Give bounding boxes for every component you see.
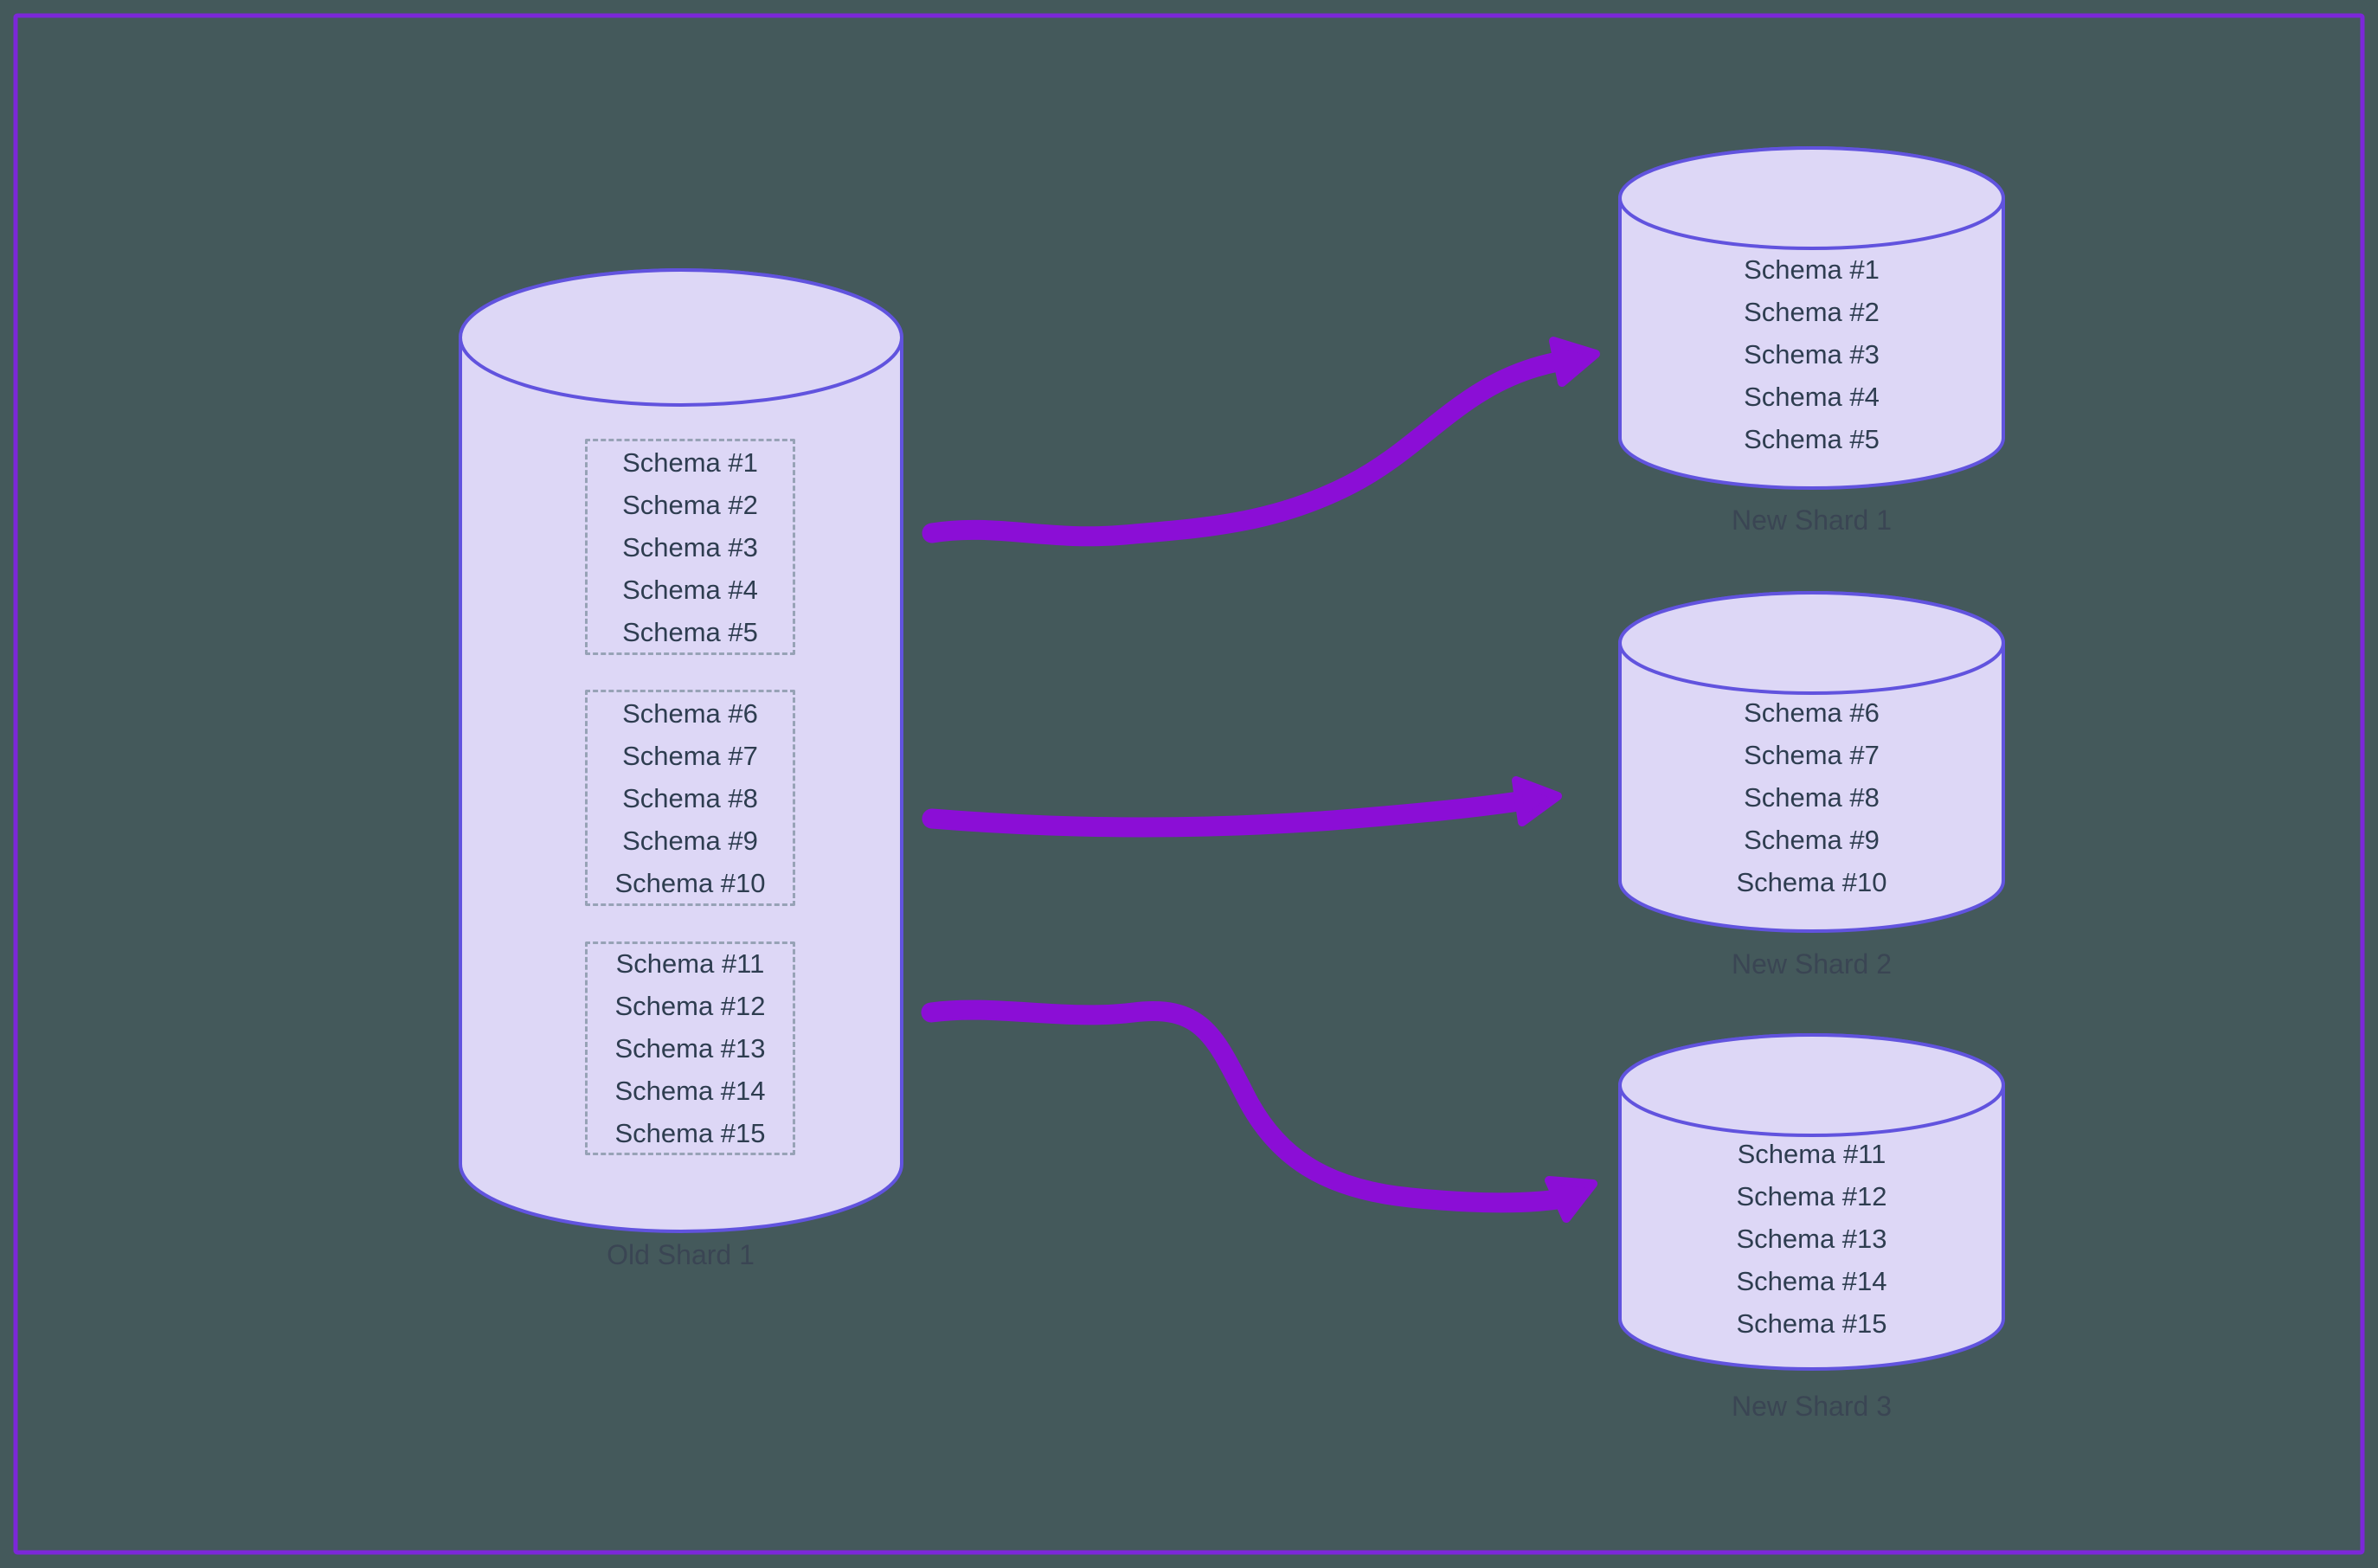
schema-item: Schema #11 bbox=[615, 948, 765, 979]
arrow-to-new-shard-1-line bbox=[922, 351, 1568, 547]
schema-item: Schema #4 bbox=[622, 574, 758, 605]
schema-item: Schema #7 bbox=[1744, 739, 1880, 770]
arrow-to-new-shard-3-line bbox=[921, 999, 1568, 1213]
new-shard-1-cylinder bbox=[1618, 146, 2005, 490]
schema-item: Schema #14 bbox=[614, 1076, 766, 1106]
new-shard-3-cylinder bbox=[1618, 1033, 2005, 1371]
schema-item: Schema #11 bbox=[1737, 1138, 1886, 1169]
new-shard-2-label: New Shard 2 bbox=[1732, 948, 1892, 980]
schema-item: Schema #1 bbox=[1744, 254, 1880, 285]
schema-item: Schema #15 bbox=[1736, 1308, 1887, 1339]
schema-item: Schema #15 bbox=[614, 1118, 766, 1148]
new-shard-2-cylinder bbox=[1618, 591, 2005, 933]
schema-item: Schema #12 bbox=[614, 991, 766, 1021]
schema-item: Schema #8 bbox=[1744, 781, 1880, 813]
schema-item: Schema #6 bbox=[1744, 697, 1880, 728]
old-shard-group-1: Schema #1 Schema #2 Schema #3 Schema #4 … bbox=[585, 439, 795, 655]
old-shard-group-2: Schema #6 Schema #7 Schema #8 Schema #9 … bbox=[585, 690, 795, 906]
schema-item: Schema #3 bbox=[622, 531, 758, 562]
new-shard-2-cylinder-rim bbox=[1618, 591, 2005, 695]
old-shard-label: Old Shard 1 bbox=[607, 1239, 755, 1270]
new-shard-1-cylinder-rim bbox=[1618, 146, 2005, 250]
arrow-to-new-shard-1 bbox=[922, 337, 1600, 547]
arrow-to-new-shard-1-head bbox=[1549, 337, 1600, 387]
schema-item: Schema #2 bbox=[1744, 296, 1880, 327]
arrow-to-new-shard-3-head bbox=[1545, 1176, 1597, 1223]
new-shard-1-schemas: Schema #1 Schema #2 Schema #3 Schema #4 … bbox=[1620, 224, 2003, 484]
schema-item: Schema #13 bbox=[614, 1033, 766, 1064]
arrow-to-new-shard-2 bbox=[922, 776, 1562, 838]
arrow-to-new-shard-2-head bbox=[1512, 776, 1562, 826]
schema-item: Schema #9 bbox=[1744, 824, 1880, 855]
schema-item: Schema #12 bbox=[1736, 1180, 1887, 1211]
old-shard-cylinder-rim bbox=[459, 268, 903, 407]
new-shard-3-schemas: Schema #11 Schema #12 Schema #13 Schema … bbox=[1620, 1109, 2003, 1368]
old-shard-group-3: Schema #11 Schema #12 Schema #13 Schema … bbox=[585, 941, 795, 1155]
schema-item: Schema #2 bbox=[622, 489, 758, 520]
schema-item: Schema #10 bbox=[614, 867, 766, 898]
canvas-border bbox=[13, 13, 2365, 1555]
schema-item: Schema #7 bbox=[622, 740, 758, 771]
schema-item: Schema #13 bbox=[1736, 1223, 1887, 1254]
new-shard-3-cylinder-rim bbox=[1618, 1033, 2005, 1137]
schema-item: Schema #9 bbox=[622, 825, 758, 856]
schema-item: Schema #8 bbox=[622, 782, 758, 813]
old-shard-cylinder bbox=[459, 268, 903, 1233]
schema-item: Schema #4 bbox=[1744, 381, 1880, 412]
schema-item: Schema #3 bbox=[1744, 338, 1880, 370]
schema-item: Schema #10 bbox=[1736, 866, 1887, 897]
arrow-to-new-shard-2-line bbox=[922, 791, 1529, 838]
schema-item: Schema #14 bbox=[1736, 1265, 1887, 1296]
schema-item: Schema #5 bbox=[1744, 423, 1880, 454]
new-shard-3-label: New Shard 3 bbox=[1732, 1391, 1892, 1422]
arrow-to-new-shard-3 bbox=[921, 999, 1597, 1223]
schema-item: Schema #6 bbox=[622, 697, 758, 729]
new-shard-2-schemas: Schema #6 Schema #7 Schema #8 Schema #9 … bbox=[1620, 667, 2003, 927]
schema-item: Schema #1 bbox=[622, 447, 758, 478]
new-shard-1-label: New Shard 1 bbox=[1732, 504, 1892, 536]
schema-item: Schema #5 bbox=[622, 616, 758, 647]
